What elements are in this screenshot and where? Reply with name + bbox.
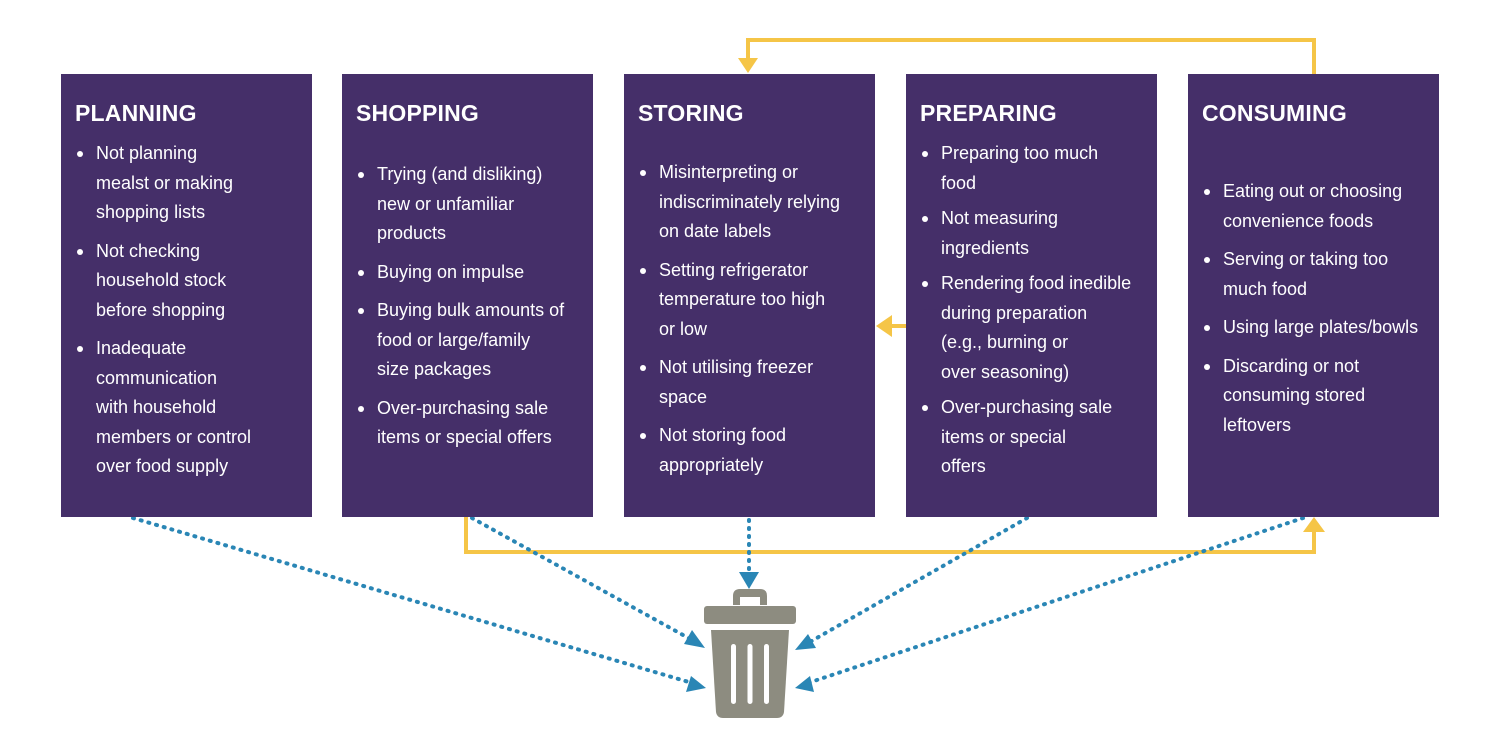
stage-title: CONSUMING [1202, 100, 1347, 126]
stage-list: Trying (and disliking) new or unfamiliar… [356, 160, 583, 453]
waste-line-consuming [806, 516, 1305, 685]
waste-arrowheads [684, 572, 816, 692]
stage-list: Misinterpreting or indiscriminately rely… [638, 158, 865, 480]
stage-storing: STORING Misinterpreting or indiscriminat… [624, 74, 875, 517]
flow-arrowheads [738, 58, 1325, 532]
waste-line-planning [131, 516, 694, 685]
list-item: Rendering food inedible during preparati… [920, 269, 1147, 387]
flow-arrows [464, 38, 1316, 554]
arrowhead-consuming-bottom [1303, 517, 1325, 532]
list-item: Inadequate communication with household … [75, 334, 302, 482]
list-item: Not planning mealst or making shopping l… [75, 139, 302, 228]
stage-title: PLANNING [75, 100, 197, 126]
arrowhead-storing-top [738, 58, 758, 73]
stage-title: PREPARING [920, 100, 1057, 126]
list-item: Using large plates/bowls [1202, 313, 1429, 343]
waste-line-shopping [470, 516, 694, 642]
stage-shopping: SHOPPING Trying (and disliking) new or u… [342, 74, 593, 517]
stage-list: Not planning mealst or making shopping l… [75, 139, 302, 482]
list-item: Not utilising freezer space [638, 353, 865, 412]
waste-head-storing [739, 572, 759, 589]
waste-head-shopping [684, 630, 705, 648]
arrow-consuming-to-storing [746, 38, 1316, 74]
waste-head-planning [686, 676, 706, 692]
stage-planning: PLANNING Not planning mealst or making s… [61, 74, 312, 517]
list-item: Buying bulk amounts of food or large/fam… [356, 296, 583, 385]
list-item: Not measuring ingredients [920, 204, 1147, 263]
list-item: Buying on impulse [356, 258, 583, 288]
trash-bin-slots [731, 644, 769, 704]
arrowhead-storing-side [876, 315, 892, 337]
stage-consuming: CONSUMING Eating out or choosing conveni… [1188, 74, 1439, 517]
list-item: Discarding or not consuming stored lefto… [1202, 352, 1429, 441]
list-item: Preparing too much food [920, 139, 1147, 198]
list-item: Over-purchasing sale items or special of… [920, 393, 1147, 482]
waste-line-preparing [806, 516, 1029, 645]
stage-list: Preparing too much food Not measuring in… [920, 139, 1147, 482]
waste-head-consuming [795, 676, 814, 692]
list-item: Serving or taking too much food [1202, 245, 1429, 304]
list-item: Misinterpreting or indiscriminately rely… [638, 158, 865, 247]
list-item: Not checking household stock before shop… [75, 237, 302, 326]
stage-list: Eating out or choosing convenience foods… [1202, 177, 1429, 440]
list-item: Eating out or choosing convenience foods [1202, 177, 1429, 236]
stage-title: STORING [638, 100, 744, 126]
arrow-shopping-to-consuming [464, 517, 1316, 554]
waste-arrows [131, 516, 1305, 685]
stage-title: SHOPPING [356, 100, 480, 126]
list-item: Setting refrigerator temperature too hig… [638, 256, 865, 345]
stage-preparing: PREPARING Preparing too much food Not me… [906, 74, 1157, 517]
list-item: Over-purchasing sale items or special of… [356, 394, 583, 453]
list-item: Not storing food appropriately [638, 421, 865, 480]
waste-head-preparing [795, 634, 816, 650]
list-item: Trying (and disliking) new or unfamiliar… [356, 160, 583, 249]
